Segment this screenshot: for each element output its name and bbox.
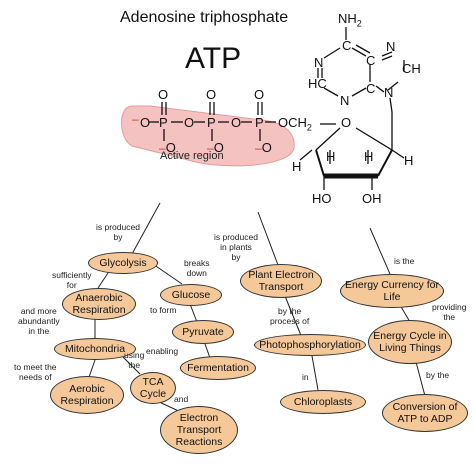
bottom-o2: –O xyxy=(207,140,224,156)
atom-c-lower: C xyxy=(366,81,376,96)
link-sufficiently-for: sufficiently for xyxy=(52,270,92,290)
link-using-the: using the xyxy=(124,350,145,370)
node-energy-currency: Energy Currency for Life xyxy=(340,274,444,308)
link-in: in xyxy=(302,372,309,382)
atom-o1: O xyxy=(140,115,151,130)
link-to-form: to form xyxy=(150,305,177,315)
minus-sign-1: – xyxy=(132,112,139,126)
link-enabling: enabling xyxy=(146,346,179,356)
link-produced-in-plants: is produced in plants by xyxy=(214,232,258,262)
phosphate-bonds xyxy=(149,102,276,141)
atom-o2: O xyxy=(184,115,195,130)
page-title: ATP xyxy=(185,42,242,75)
atom-n-left: N xyxy=(314,55,324,70)
node-pyruvate: Pyruvate xyxy=(172,320,234,344)
nh2-label: NH2 xyxy=(338,11,362,29)
node-electron-transport-reactions: Electron Transport Reactions xyxy=(160,406,238,454)
atom-ch: CH xyxy=(402,61,421,76)
double-bond-o2: O xyxy=(206,87,217,102)
atom-p3: P xyxy=(255,115,264,130)
node-tca-cycle: TCA Cycle xyxy=(130,372,176,404)
link-and: and xyxy=(174,394,189,404)
node-energy-cycle: Energy Cycle in Living Things xyxy=(368,320,452,364)
ribose-h3: H xyxy=(364,149,374,164)
link-more-abundantly: and more abundantly in the xyxy=(18,306,60,336)
double-bond-o1: O xyxy=(158,87,169,102)
atom-c-mid: C xyxy=(366,53,376,68)
link-by-the: by the xyxy=(426,370,450,380)
node-conversion-atp-adp: Conversion of ATP to ADP xyxy=(382,394,468,432)
ribose-h2: H xyxy=(326,149,336,164)
atom-n-bottom: N xyxy=(340,93,350,108)
atom-och2: OCH2 xyxy=(278,115,312,133)
atom-o3: O xyxy=(231,115,242,130)
atom-n-right: N xyxy=(386,39,396,54)
node-fermentation: Fermentation xyxy=(180,356,256,380)
atom-c-top: C xyxy=(342,38,352,53)
ribose-ho: HO xyxy=(312,191,332,206)
link-by-process-of: by the process of xyxy=(270,306,310,326)
bottom-o1: –O xyxy=(159,140,176,156)
atom-hc: HC xyxy=(308,76,327,91)
atom-p1: P xyxy=(159,115,168,130)
node-photophosphorylation: Photophosphorylation xyxy=(254,334,366,356)
ribose-oh: OH xyxy=(362,191,382,206)
double-bond-o3: O xyxy=(254,87,265,102)
node-aerobic-respiration: Aerobic Respiration xyxy=(50,376,124,414)
node-mitochondria: Mitochondria xyxy=(54,338,136,360)
active-region-label: Active region xyxy=(160,150,224,162)
node-glucose: Glucose xyxy=(160,284,222,306)
bottom-o3: –O xyxy=(255,140,272,156)
node-chloroplasts: Chloroplasts xyxy=(280,390,366,414)
node-plant-electron-transport: Plant Electron Transport xyxy=(240,264,322,298)
atom-p2: P xyxy=(207,115,216,130)
node-anaerobic-respiration: Anaerobic Respiration xyxy=(62,288,136,320)
ribose-o: O xyxy=(341,115,352,130)
atom-n-ring: N xyxy=(384,85,394,100)
ribose-h1: H xyxy=(292,159,302,174)
link-breaks-down: breaks down xyxy=(184,258,210,278)
link-is-the: is the xyxy=(394,256,415,266)
ribose-bonds xyxy=(299,112,405,190)
node-glycolysis: Glycolysis xyxy=(88,252,158,274)
link-is-produced-by: is produced by xyxy=(96,222,140,242)
active-region-highlight xyxy=(121,105,295,167)
ribose-h4: H xyxy=(404,153,414,168)
adenine-ring-bonds xyxy=(317,27,405,113)
link-to-meet-needs: to meet the needs of xyxy=(14,362,57,382)
subtitle: Adenosine triphosphate xyxy=(120,9,289,26)
link-providing-the: providing the xyxy=(432,302,467,322)
